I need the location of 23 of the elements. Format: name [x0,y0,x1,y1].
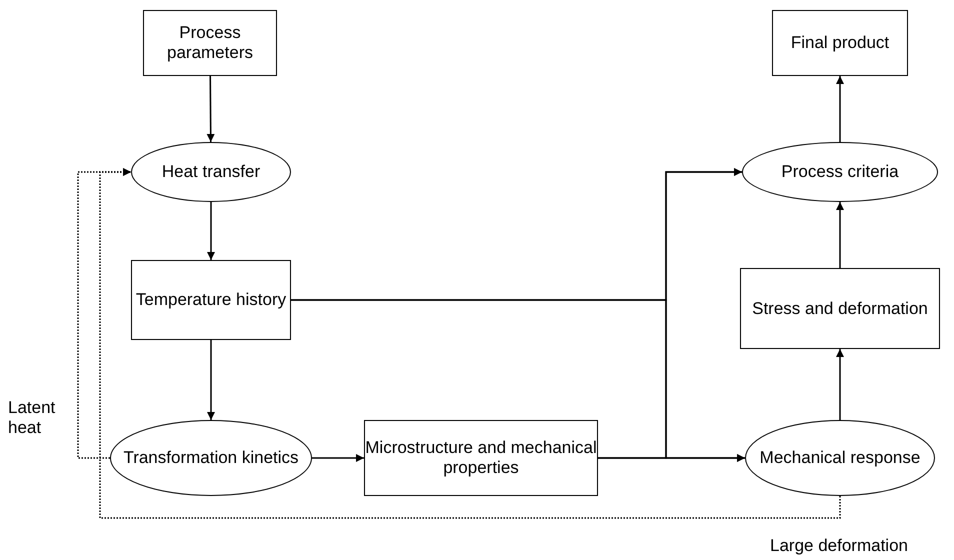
arrow [312,454,364,462]
node-label: Stress and deformation [752,298,928,318]
node-label: Microstructure and mechanical properties [365,438,597,478]
node-label: Temperature history [136,290,286,310]
arrow [207,202,215,260]
node-label: Transformation kinetics [123,448,299,468]
process-box [772,10,908,76]
node-label: Heat transfer [162,162,260,182]
node-label: Process criteria [781,162,899,182]
node-label: Process parameters [166,23,254,63]
process-box [131,260,291,340]
arrow [206,76,215,142]
process-box [740,268,940,349]
arrow [207,340,215,420]
process-box [143,10,277,76]
arrow [291,299,745,462]
process-box [364,420,598,496]
arrow [836,349,844,420]
arrow [836,202,844,268]
node-label: Final product [790,33,890,53]
dotted-arrow [99,168,841,519]
arrow [836,76,844,142]
node-label: Mechanical response [760,448,920,468]
